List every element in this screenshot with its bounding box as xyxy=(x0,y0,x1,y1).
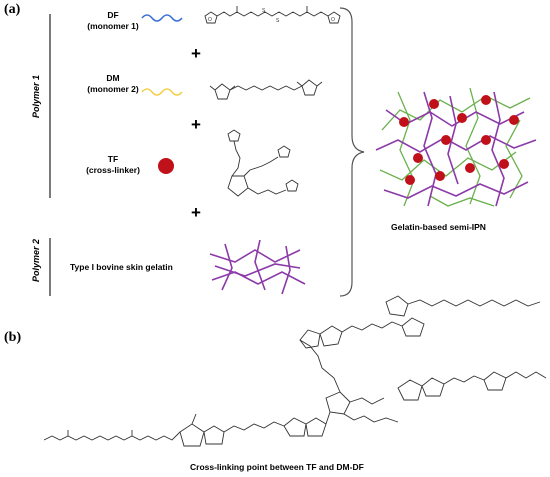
tf-crosslinker-dot-icon xyxy=(158,158,174,174)
crosslink-caption: Cross-linking point between TF and DM-DF xyxy=(190,462,364,472)
df-wavy-line-icon xyxy=(141,14,183,22)
gelatin-label: Type I bovine skin gelatin xyxy=(70,262,173,272)
plus-sign-1: + xyxy=(191,44,201,63)
svg-text:O: O xyxy=(331,17,335,23)
grouping-brace xyxy=(339,7,365,297)
svg-text:S: S xyxy=(276,18,280,24)
dm-label: DM (monomer 2) xyxy=(78,73,148,95)
tf-structure xyxy=(227,129,299,197)
df-structure: O O S S xyxy=(204,6,341,24)
panel-a-label: (a) xyxy=(4,2,21,17)
plus-sign-2: + xyxy=(191,115,201,134)
gelatin-strands-icon xyxy=(209,239,306,295)
dm-subtitle: (monomer 2) xyxy=(87,84,139,94)
semi-ipn-network-icon xyxy=(375,87,537,207)
dm-name: DM xyxy=(106,73,120,83)
df-subtitle: (monomer 1) xyxy=(87,21,139,31)
tf-subtitle: (cross-linker) xyxy=(86,165,140,175)
tf-name: TF xyxy=(107,154,119,164)
svg-text:O: O xyxy=(208,17,212,23)
crosslink-structure xyxy=(43,295,547,447)
df-label: DF (monomer 1) xyxy=(78,10,148,32)
dm-wavy-line-icon xyxy=(141,88,183,96)
semi-ipn-caption: Gelatin-based semi-IPN xyxy=(391,222,486,232)
plus-sign-3: + xyxy=(191,203,201,222)
df-name: DF xyxy=(107,10,119,20)
svg-text:S: S xyxy=(262,8,266,14)
dm-structure xyxy=(209,79,323,100)
panel-b-label: (b) xyxy=(4,330,22,345)
tf-label: TF (cross-linker) xyxy=(78,154,148,176)
